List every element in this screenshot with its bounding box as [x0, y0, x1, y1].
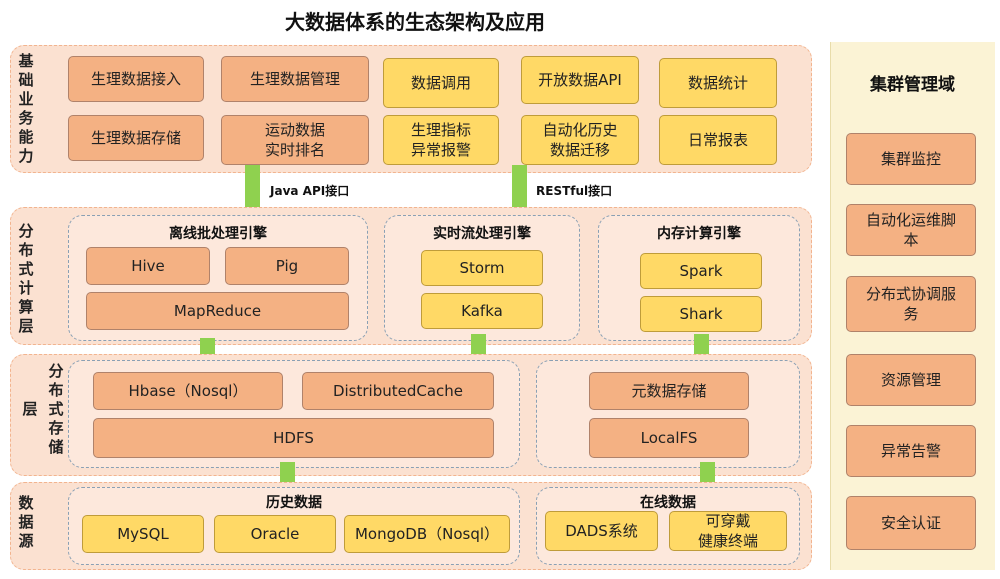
cluster-management-title: 集群管理域	[870, 75, 955, 95]
mapreduce-box: MapReduce	[86, 292, 349, 330]
data-invoke-box: 数据调用	[383, 58, 499, 108]
java-api-label: Java API接口	[270, 184, 350, 198]
compute-layer-label: 分 布 式 计 算 层	[18, 222, 34, 335]
storage-layer-label-right: 分 布 式 存 储	[48, 362, 64, 456]
restful-connector	[512, 165, 527, 215]
shark-box: Shark	[640, 296, 762, 332]
restful-label: RESTful接口	[536, 184, 613, 198]
distributed-coordination-box: 分布式协调服 务	[846, 276, 976, 332]
storm-box: Storm	[421, 250, 543, 286]
mongodb-box: MongoDB（Nosql）	[344, 515, 510, 553]
daily-report-box: 日常报表	[659, 115, 777, 165]
history-data-title: 历史数据	[266, 495, 322, 511]
auto-history-migration-box: 自动化历史 数据迁移	[521, 115, 639, 165]
physio-data-storage-box: 生理数据存储	[68, 115, 204, 161]
batch-engine-title: 离线批处理引擎	[169, 226, 267, 242]
cluster-monitor-box: 集群监控	[846, 133, 976, 185]
hive-box: Hive	[86, 247, 210, 285]
metadata-storage-box: 元数据存储	[589, 372, 749, 410]
physio-data-ingest-box: 生理数据接入	[68, 56, 204, 102]
data-source-layer-label: 数 据 源	[18, 494, 34, 550]
data-statistics-box: 数据统计	[659, 58, 777, 108]
stream-engine-title: 实时流处理引擎	[433, 226, 531, 242]
resource-management-box: 资源管理	[846, 354, 976, 406]
hbase-box: Hbase（Nosql）	[93, 372, 283, 410]
kafka-box: Kafka	[421, 293, 543, 329]
online-data-title: 在线数据	[640, 495, 696, 511]
security-auth-box: 安全认证	[846, 496, 976, 550]
spark-box: Spark	[640, 253, 762, 289]
hdfs-box: HDFS	[93, 418, 494, 458]
exception-alert-box: 异常告警	[846, 425, 976, 477]
localfs-box: LocalFS	[589, 418, 749, 458]
open-data-api-box: 开放数据API	[521, 56, 639, 104]
wearable-terminal-box: 可穿戴 健康终端	[669, 511, 787, 551]
page-title: 大数据体系的生态架构及应用	[285, 10, 545, 34]
physio-alarm-box: 生理指标 异常报警	[383, 115, 499, 165]
physio-data-manage-box: 生理数据管理	[221, 56, 369, 102]
java-api-connector	[245, 165, 260, 215]
storage-layer-label-left: 层	[22, 400, 38, 418]
memory-engine-title: 内存计算引擎	[657, 226, 741, 242]
dads-system-box: DADS系统	[545, 511, 658, 551]
distributed-cache-box: DistributedCache	[302, 372, 494, 410]
pig-box: Pig	[225, 247, 349, 285]
sport-data-ranking-box: 运动数据 实时排名	[221, 115, 369, 165]
auto-ops-script-box: 自动化运维脚 本	[846, 204, 976, 256]
business-layer-label: 基 础 业 务 能 力	[18, 52, 34, 165]
mysql-box: MySQL	[82, 515, 204, 553]
oracle-box: Oracle	[214, 515, 336, 553]
